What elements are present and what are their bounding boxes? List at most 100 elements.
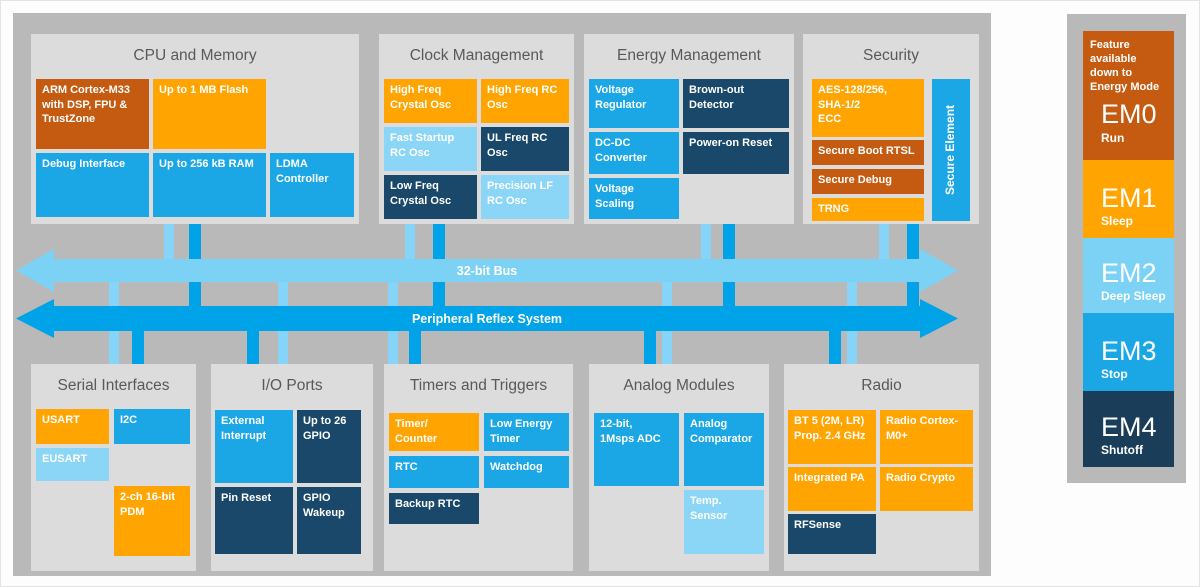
group-radio: Radio BT 5 (2M, LR) Prop. 2.4 GHz Radio … <box>784 364 979 571</box>
cell-radio-crypto: Radio Crypto <box>880 467 973 511</box>
cell-pin-reset: Pin Reset <box>215 487 293 554</box>
cell-gpio: Up to 26 GPIO <box>297 410 361 483</box>
em0-sublabel: Run <box>1101 130 1125 145</box>
em1-sublabel: Sleep <box>1101 214 1134 228</box>
bus-connector <box>644 319 656 364</box>
cell-adc: 12-bit, 1Msps ADC <box>594 413 679 486</box>
cell-temp-sensor: Temp. Sensor <box>684 490 764 554</box>
em0-block: Feature available down to Energy Mode EM… <box>1083 31 1174 160</box>
em3-label: EM3 <box>1101 335 1157 366</box>
group-title: Clock Management <box>409 47 544 64</box>
cell-backup-rtc: Backup RTC <box>389 493 479 524</box>
energy-mode-note: Feature available down to Energy Mode <box>1090 39 1160 94</box>
cell-secure-element: Secure Element <box>932 79 970 221</box>
cell-bt5: BT 5 (2M, LR) Prop. 2.4 GHz <box>788 410 876 464</box>
group-title: Energy Management <box>617 47 761 64</box>
cell-lf-crystal-osc: Low Freq Crystal Osc <box>384 175 477 219</box>
bus-connector <box>879 224 889 271</box>
cell-fast-startup-rc-osc: Fast Startup RC Osc <box>384 127 477 171</box>
cell-dcdc-converter: DC-DC Converter <box>589 132 679 174</box>
cell-eusart: EUSART <box>36 448 109 481</box>
cell-low-energy-timer: Low Energy Timer <box>484 413 569 451</box>
bus-connector <box>433 224 445 319</box>
group-energy-management: Energy Management Voltage Regulator Brow… <box>584 34 794 224</box>
cell-ldma-controller: LDMA Controller <box>270 153 354 217</box>
bus-32bit-arrow <box>16 249 958 292</box>
bus32-connectors <box>109 224 889 364</box>
cell-aes-sha-ecc: AES-128/256, SHA-1/2 ECC <box>812 79 924 137</box>
energy-modes-panel: Feature available down to Energy Mode EM… <box>1067 14 1186 483</box>
bus-connector <box>247 319 259 364</box>
cell-hf-crystal-osc: High Freq Crystal Osc <box>384 79 477 123</box>
cell-usart: USART <box>36 409 109 444</box>
prs-label: Peripheral Reflex System <box>412 312 562 326</box>
bus-connector <box>723 224 735 319</box>
bus-connector <box>662 271 672 364</box>
group-cpu-and-memory: CPU and Memory ARM Cortex-M33 with DSP, … <box>31 34 359 224</box>
cell-ul-freq-rc-osc: UL Freq RC Osc <box>481 127 569 171</box>
cell-integrated-pa: Integrated PA <box>788 467 876 511</box>
group-title: Radio <box>861 377 902 394</box>
cell-timer-counter: Timer/ Counter <box>389 413 479 451</box>
cell-watchdog: Watchdog <box>484 456 569 488</box>
cell-arm-cortex-m33: ARM Cortex-M33 with DSP, FPU & TrustZone <box>36 79 149 149</box>
group-title: I/O Ports <box>261 377 323 394</box>
cell-voltage-scaling: Voltage Scaling <box>589 178 679 219</box>
prs-connectors <box>132 224 919 364</box>
bus-connector <box>278 271 288 364</box>
group-title: CPU and Memory <box>133 47 257 64</box>
cell-pdm: 2-ch 16-bit PDM <box>114 486 190 556</box>
em3-block: EM3 Stop <box>1083 313 1174 391</box>
group-serial-interfaces: Serial Interfaces USART I2C EUSART 2-ch … <box>31 364 196 571</box>
bus-32bit-label: 32-bit Bus <box>457 264 517 278</box>
em1-label: EM1 <box>1101 182 1157 213</box>
cell-hf-rc-osc: High Freq RC Osc <box>481 79 569 123</box>
group-security: Security AES-128/256, SHA-1/2 ECC Secure… <box>803 34 979 224</box>
cell-analog-comparator: Analog Comparator <box>684 413 764 486</box>
bus-connector <box>189 224 201 319</box>
prs-arrow <box>16 299 958 338</box>
em3-sublabel: Stop <box>1101 367 1128 381</box>
em1-block: EM1 Sleep <box>1083 160 1174 238</box>
bus-connector <box>132 319 144 364</box>
bus-connector <box>701 224 711 271</box>
cell-external-interrupt: External Interrupt <box>215 410 293 483</box>
em2-sublabel: Deep Sleep <box>1101 289 1166 303</box>
group-title: Timers and Triggers <box>409 377 548 394</box>
cell-power-on-reset: Power-on Reset <box>683 132 789 174</box>
cell-radio-cortex-m0: Radio Cortex-M0+ <box>880 410 973 464</box>
bus-connector <box>829 319 841 364</box>
soc-panel: CPU and Memory ARM Cortex-M33 with DSP, … <box>13 13 991 576</box>
cell-rtc: RTC <box>389 456 479 488</box>
bus-connector <box>388 271 398 364</box>
group-clock-management: Clock Management High Freq Crystal Osc H… <box>379 34 574 224</box>
cell-trng: TRNG <box>812 198 924 221</box>
em2-label: EM2 <box>1101 257 1157 288</box>
group-title: Serial Interfaces <box>57 377 170 394</box>
cell-flash: Up to 1 MB Flash <box>153 79 266 149</box>
bus-connector <box>164 224 174 271</box>
cell-voltage-regulator: Voltage Regulator <box>589 79 679 128</box>
cell-secure-debug: Secure Debug <box>812 169 924 194</box>
group-timers-and-triggers: Timers and Triggers Timer/ Counter Low E… <box>384 364 573 571</box>
bus-connector <box>109 271 119 364</box>
cell-debug-interface: Debug Interface <box>36 153 149 217</box>
group-io-ports: I/O Ports External Interrupt Up to 26 GP… <box>211 364 373 571</box>
cell-gpio-wakeup: GPIO Wakeup <box>297 487 361 554</box>
cell-ram: Up to 256 kB RAM <box>153 153 266 217</box>
cell-i2c: I2C <box>114 409 190 444</box>
bus-connector <box>907 224 919 319</box>
group-analog-modules: Analog Modules 12-bit, 1Msps ADC Analog … <box>589 364 769 571</box>
cell-brown-out-detector: Brown-out Detector <box>683 79 789 128</box>
cell-precision-lf-rc-osc: Precision LF RC Osc <box>481 175 569 219</box>
em2-block: EM2 Deep Sleep <box>1083 238 1174 313</box>
em4-label: EM4 <box>1101 411 1157 442</box>
em4-block: EM4 Shutoff <box>1083 391 1174 467</box>
group-title: Security <box>863 47 919 64</box>
bus-connector <box>405 224 415 271</box>
bus-connector <box>847 271 857 364</box>
em0-label: EM0 <box>1101 99 1157 130</box>
cell-rfsense: RFSense <box>788 514 876 554</box>
group-title: Analog Modules <box>623 377 735 394</box>
